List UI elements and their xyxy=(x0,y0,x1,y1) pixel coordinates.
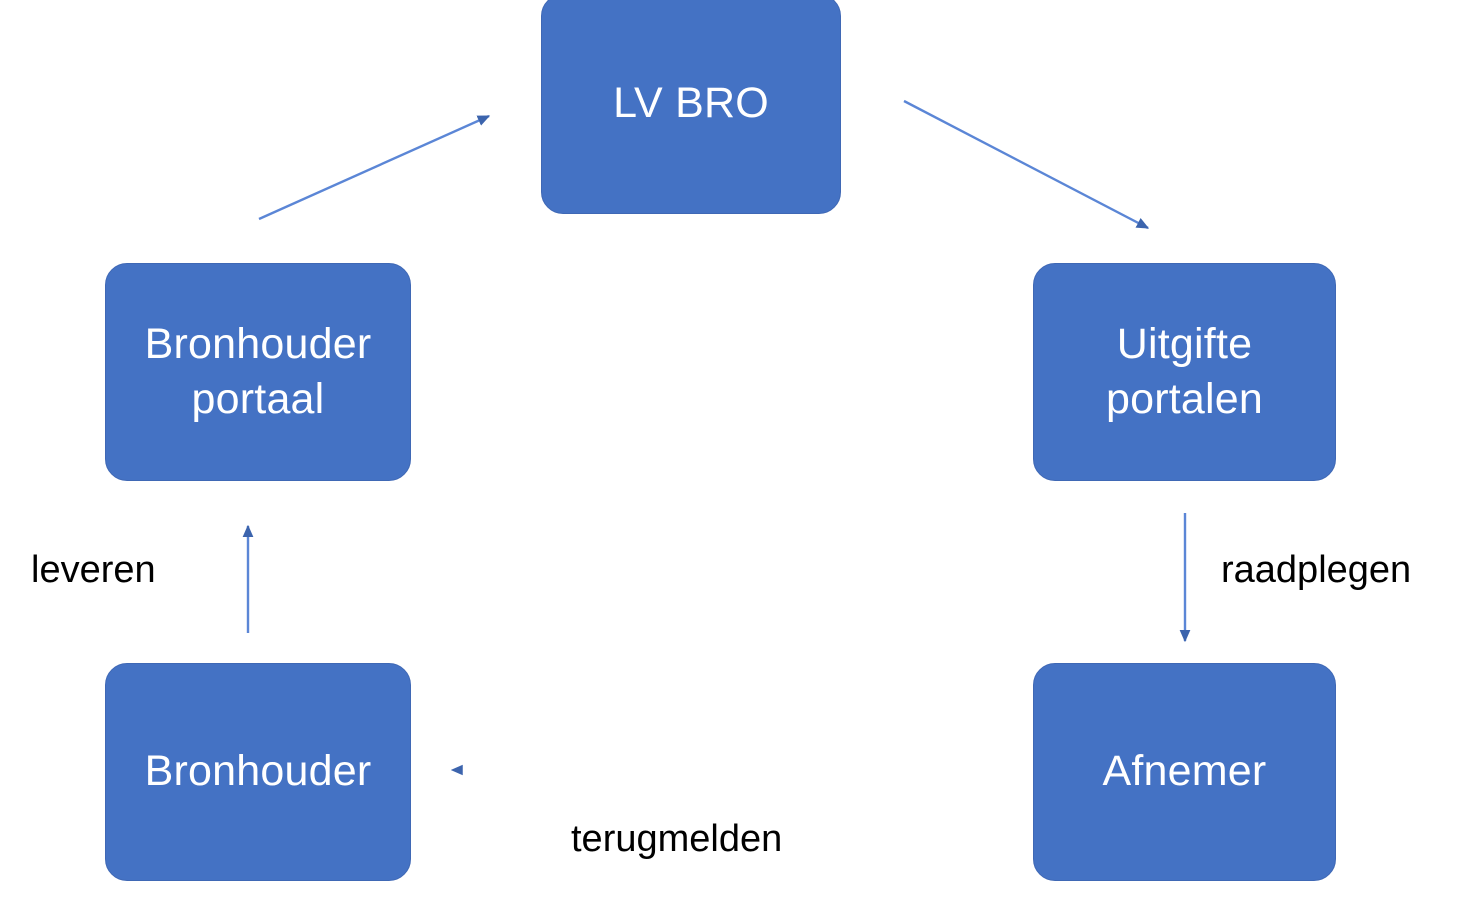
node-afnemer[interactable]: Afnemer xyxy=(1033,663,1336,881)
edge-label-raadplegen: raadplegen xyxy=(1221,549,1412,591)
node-uitgifte-portalen[interactable]: Uitgifte portalen xyxy=(1033,263,1336,481)
node-bronhouder[interactable]: Bronhouder xyxy=(105,663,411,881)
node-lv-bro[interactable]: LV BRO xyxy=(541,0,841,214)
edge-label-terugmelden: terugmelden xyxy=(571,818,783,860)
edge-label-leveren: leveren xyxy=(31,549,156,591)
node-afnemer-label: Afnemer xyxy=(1102,747,1267,796)
node-bronhouder-label: Bronhouder xyxy=(144,747,372,796)
node-bronhouder-portaal[interactable]: Bronhouder portaal xyxy=(105,263,411,481)
node-uitgifte-portalen-label: Uitgifte portalen xyxy=(1106,319,1263,423)
node-bronhouder-portaal-label: Bronhouder portaal xyxy=(144,319,372,423)
node-lv-bro-label: LV BRO xyxy=(613,79,769,128)
edge-lv-bro-to-uitgifte-portalen xyxy=(903,99,1150,230)
edge-bronhouder-portaal-to-lv-bro xyxy=(258,114,491,221)
